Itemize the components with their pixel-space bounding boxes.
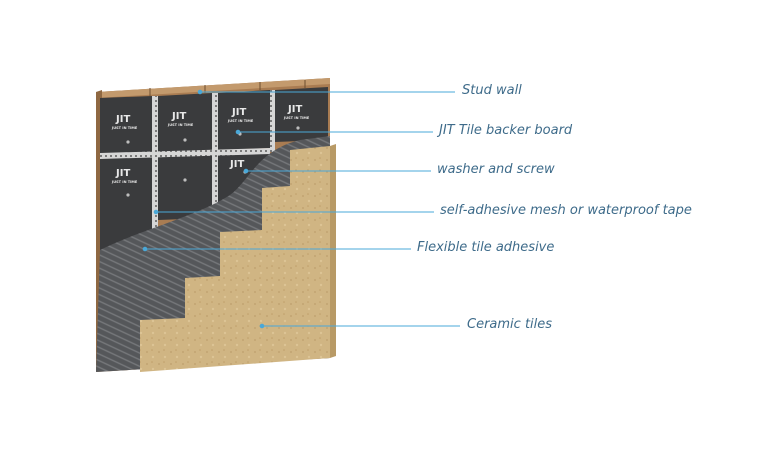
label-tile-backer-board: JIT Tile backer board: [439, 123, 573, 138]
tile-edge: [330, 144, 336, 358]
svg-text:JIT: JIT: [231, 107, 246, 118]
label-tile-adhesive: Flexible tile adhesive: [417, 240, 555, 255]
svg-text:JUST IN TIME: JUST IN TIME: [111, 126, 138, 130]
board-logo: JIT: [229, 159, 244, 170]
label-washer-screw: washer and screw: [437, 162, 555, 177]
svg-text:JUST IN TIME: JUST IN TIME: [227, 119, 254, 123]
svg-text:JUST IN TIME: JUST IN TIME: [111, 180, 138, 184]
svg-text:JUST IN TIME: JUST IN TIME: [167, 123, 194, 127]
leader-lines: [142, 89, 460, 329]
label-mesh-tape: self-adhesive mesh or waterproof tape: [440, 203, 692, 218]
label-stud-wall: Stud wall: [462, 83, 522, 98]
svg-text:JIT: JIT: [115, 168, 130, 179]
svg-text:JIT: JIT: [229, 159, 244, 170]
svg-text:JIT: JIT: [115, 114, 130, 125]
svg-text:JIT: JIT: [287, 104, 302, 115]
label-ceramic-tiles: Ceramic tiles: [467, 317, 553, 332]
svg-text:JIT: JIT: [171, 111, 186, 122]
svg-text:JUST IN TIME: JUST IN TIME: [283, 116, 310, 120]
ceramic-tiles-layer: [140, 146, 330, 372]
